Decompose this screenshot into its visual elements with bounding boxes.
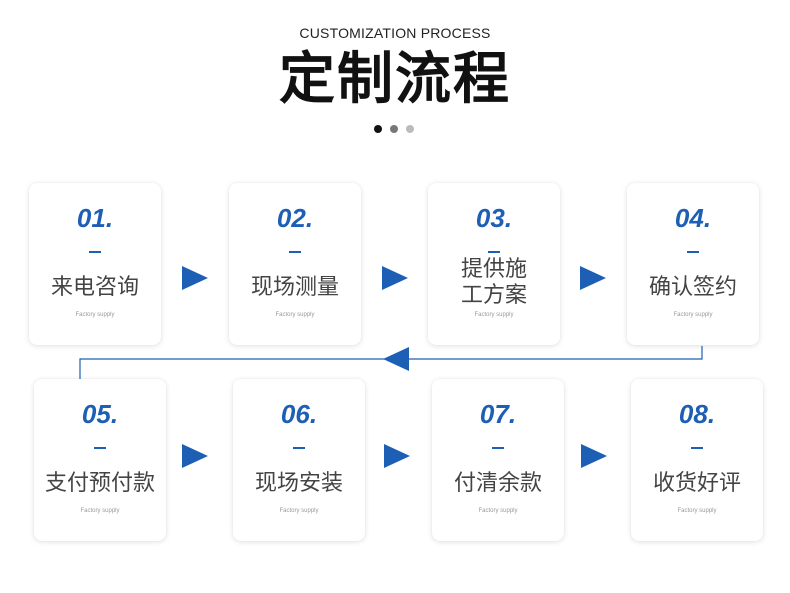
step-number: 02. xyxy=(276,203,314,233)
step-divider xyxy=(94,447,106,449)
step-number: 05. xyxy=(81,399,119,429)
dot-2 xyxy=(390,125,398,133)
arrow-right-icon xyxy=(382,266,408,290)
step-divider xyxy=(293,447,305,449)
step-number: 06. xyxy=(280,399,318,429)
step-number: 08. xyxy=(678,399,716,429)
step-card-2: 02. 现场测量 Factory supply xyxy=(229,183,361,345)
arrow-right-icon xyxy=(182,444,208,468)
step-divider xyxy=(289,251,301,253)
step-caption: Factory supply xyxy=(75,312,115,318)
arrow-right-icon xyxy=(384,444,410,468)
dot-1 xyxy=(374,125,382,133)
step-divider xyxy=(488,251,500,253)
step-caption: Factory supply xyxy=(275,312,315,318)
step-caption: Factory supply xyxy=(478,508,518,514)
arrow-right-icon xyxy=(182,266,208,290)
step-number: 01. xyxy=(76,203,114,233)
step-number: 03. xyxy=(475,203,513,233)
step-caption: Factory supply xyxy=(474,312,514,318)
step-number: 07. xyxy=(479,399,517,429)
step-card-7: 07. 付清余款 Factory supply xyxy=(432,379,564,541)
arrow-left-icon xyxy=(383,347,409,371)
dot-3 xyxy=(406,125,414,133)
step-card-8: 08. 收货好评 Factory supply xyxy=(631,379,763,541)
step-caption: Factory supply xyxy=(279,508,319,514)
step-label: 现场安装 xyxy=(254,471,343,496)
step-label: 来电咨询 xyxy=(50,275,139,300)
row-connector xyxy=(79,346,703,380)
step-card-4: 04. 确认签约 Factory supply xyxy=(627,183,759,345)
step-label: 确认签约 xyxy=(648,275,737,300)
step-divider xyxy=(492,447,504,449)
step-label: 提供施 工方案 xyxy=(428,257,560,309)
step-label-line-2: 工方案 xyxy=(460,283,527,308)
step-caption: Factory supply xyxy=(673,312,713,318)
pagination-dots xyxy=(374,125,414,133)
step-number: 04. xyxy=(674,203,712,233)
page-title: 定制流程 xyxy=(279,47,511,112)
step-label: 支付预付款 xyxy=(44,471,155,496)
step-label: 收货好评 xyxy=(652,471,741,496)
step-divider xyxy=(691,447,703,449)
step-card-6: 06. 现场安装 Factory supply xyxy=(233,379,365,541)
step-card-1: 01. 来电咨询 Factory supply xyxy=(29,183,161,345)
arrow-right-icon xyxy=(580,266,606,290)
step-caption: Factory supply xyxy=(80,508,120,514)
step-label: 付清余款 xyxy=(453,471,542,496)
step-card-5: 05. 支付预付款 Factory supply xyxy=(34,379,166,541)
section-eyebrow: CUSTOMIZATION PROCESS xyxy=(299,25,491,41)
step-label: 现场测量 xyxy=(250,275,339,300)
step-caption: Factory supply xyxy=(677,508,717,514)
step-card-3: 03. 提供施 工方案 Factory supply xyxy=(428,183,560,345)
step-label-line-1: 提供施 xyxy=(460,257,527,282)
step-divider xyxy=(89,251,101,253)
arrow-right-icon xyxy=(581,444,607,468)
step-divider xyxy=(687,251,699,253)
